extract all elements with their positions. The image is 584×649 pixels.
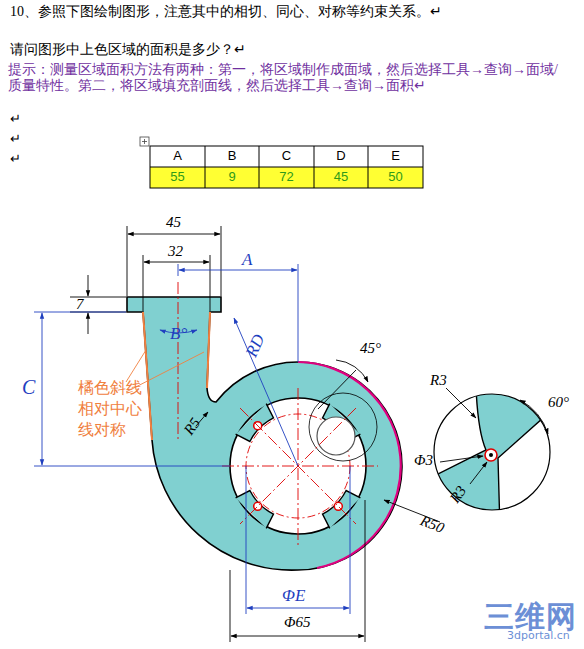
detail-view xyxy=(430,388,560,530)
dimension-lines xyxy=(70,226,440,642)
table-cell: A xyxy=(150,149,205,164)
dimension: Φ3 xyxy=(414,452,433,469)
table-cell: 9 xyxy=(205,170,259,185)
dimension: R3 xyxy=(430,372,447,389)
dimension: Φ65 xyxy=(284,614,310,631)
table-cell: 72 xyxy=(259,170,314,185)
dimension: R3 xyxy=(446,483,470,507)
paragraph-mark: ↵ xyxy=(10,112,21,127)
paragraph-mark: ↵ xyxy=(10,152,21,167)
parameter: C xyxy=(22,376,35,399)
title: 10、参照下图绘制图形，注意其中的相切、同心、对称等约束关系。↵ xyxy=(10,4,442,20)
hint: 提示：测量区域面积方法有两种：第一，将区域制作成面域，然后选择工具→查询→面域/… xyxy=(8,62,576,94)
note: 橘色斜线 相对中心 线对称 xyxy=(78,378,142,440)
paragraph-mark: ↵ xyxy=(10,132,21,147)
parameter: B° xyxy=(170,324,187,344)
table-cell: 55 xyxy=(150,170,205,185)
parameter: A xyxy=(242,250,252,270)
parameter-dimensions xyxy=(34,264,350,614)
dimension: 45 xyxy=(166,214,181,231)
parameter: RD xyxy=(242,331,269,360)
table-cell: 50 xyxy=(368,170,423,185)
parameter-table xyxy=(140,137,423,188)
watermark: 3dportal.cn xyxy=(507,630,570,643)
dimension: 60° xyxy=(548,394,569,411)
pump-housing xyxy=(127,297,402,570)
table-cell: E xyxy=(368,149,423,164)
dimension: 45° xyxy=(360,340,381,357)
dimension: 7 xyxy=(76,296,84,313)
parameter: ΦE xyxy=(282,586,305,606)
table-cell: D xyxy=(314,149,368,164)
table-cell: 45 xyxy=(314,170,368,185)
dimension: 32 xyxy=(168,243,183,260)
table-cell: B xyxy=(205,149,259,164)
table-cell: C xyxy=(259,149,314,164)
center-lines xyxy=(178,282,378,548)
question: 请问图形中上色区域的面积是多少？↵ xyxy=(10,42,246,58)
dimension: R50 xyxy=(418,512,447,537)
dimension: R5 xyxy=(180,415,204,439)
